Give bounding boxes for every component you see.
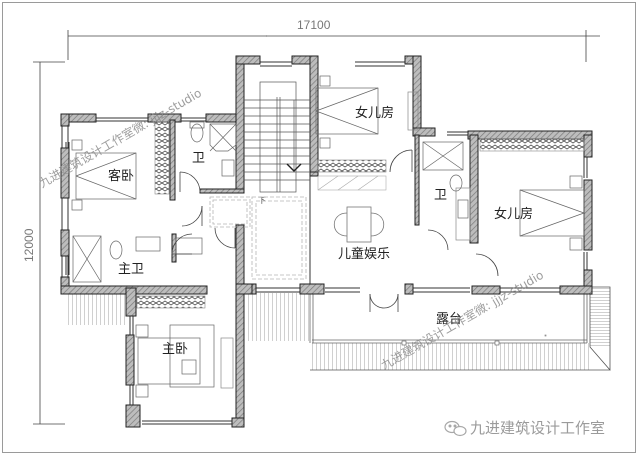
doors [171, 149, 499, 312]
label-master-bath: 主卫 [118, 262, 144, 277]
stair-down-mark: 下 [258, 196, 266, 205]
wechat-icon [444, 420, 467, 437]
label-center-bath: 卫 [434, 188, 447, 203]
brand-logo: 九进建筑设计工作室 [444, 419, 605, 437]
bathroom-fixtures [72, 121, 469, 283]
label-daughter-room-2: 女儿房 [494, 206, 533, 222]
structural-walls [60, 55, 593, 428]
width-dimension-label: 17100 [297, 18, 331, 32]
room-labels: 客卧 卫 女儿房 卫 女儿房 儿童娱乐 主卫 主卧 露台 [108, 105, 533, 357]
brand-name: 九进建筑设计工作室 [470, 419, 605, 437]
label-master-bedroom: 主卧 [162, 342, 188, 357]
height-dimension-label: 12000 [22, 228, 36, 262]
beds [71, 75, 585, 398]
dimension-width: 17100 [67, 18, 600, 62]
furniture-misc [220, 91, 547, 389]
label-kids-play: 儿童娱乐 [338, 246, 390, 262]
wardrobes [136, 121, 585, 309]
label-guest-bath: 卫 [192, 151, 205, 166]
open-void [209, 196, 307, 280]
staircase [244, 81, 310, 193]
label-terrace: 露台 [436, 312, 462, 327]
label-guest-bedroom: 客卧 [108, 168, 134, 184]
label-daughter-room-1: 女儿房 [355, 105, 394, 121]
play-table [333, 206, 385, 243]
dimension-height: 12000 [22, 61, 65, 425]
drawing-frame [2, 2, 636, 453]
terrace-railing [66, 286, 611, 371]
